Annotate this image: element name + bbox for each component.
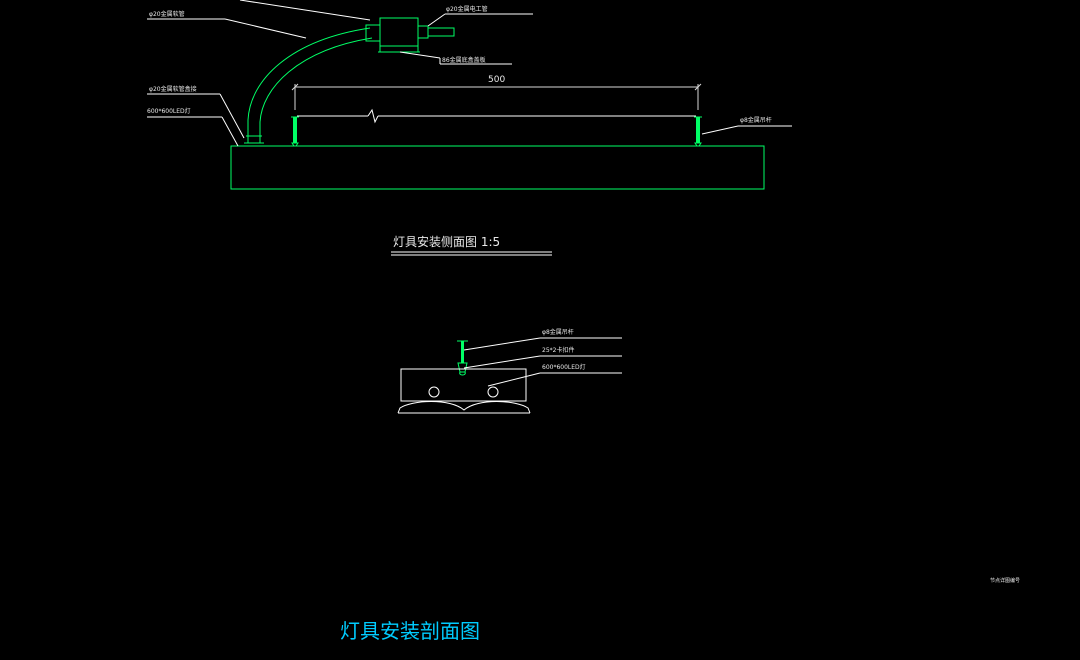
label-section-clip: 25*2卡扣件 xyxy=(542,346,574,354)
label-conduit-bottom: φ20金属软管盒接 xyxy=(149,85,197,93)
leaders-side xyxy=(147,0,792,147)
label-section-rod: φ8金属吊杆 xyxy=(542,328,574,336)
side-view-title: 灯具安装侧面图 1:5 xyxy=(393,234,500,249)
dimension-label: 500 xyxy=(488,75,505,85)
section-view: φ8金属吊杆 25*2卡扣件 600*600LED灯 xyxy=(397,328,622,414)
label-rod-side: φ8金属吊杆 xyxy=(740,116,772,124)
ceiling-line xyxy=(297,108,696,124)
label-pipe-right: φ20金属电工管 xyxy=(446,5,488,13)
section-rod xyxy=(461,341,464,363)
junction-box xyxy=(378,17,420,53)
dimension-500: 500 xyxy=(291,75,702,110)
label-section-lamp: 600*600LED灯 xyxy=(542,363,586,371)
rod-left xyxy=(291,116,299,147)
rod-right xyxy=(694,116,702,147)
section-lamp-housing xyxy=(400,368,527,402)
lamp-body-side xyxy=(230,145,765,190)
side-view: 500 xyxy=(147,0,792,256)
corner-note: 节点详图编号 xyxy=(990,577,1020,584)
label-lamp-side: 600*600LED灯 xyxy=(147,107,191,115)
main-title: 灯具安装剖面图 xyxy=(340,619,480,643)
flexible-conduit xyxy=(244,24,381,144)
metal-pipe-right xyxy=(417,25,455,39)
label-box: 86金属底盒盖板 xyxy=(442,56,486,64)
label-conduit-top: φ20金属软管 xyxy=(149,10,185,18)
